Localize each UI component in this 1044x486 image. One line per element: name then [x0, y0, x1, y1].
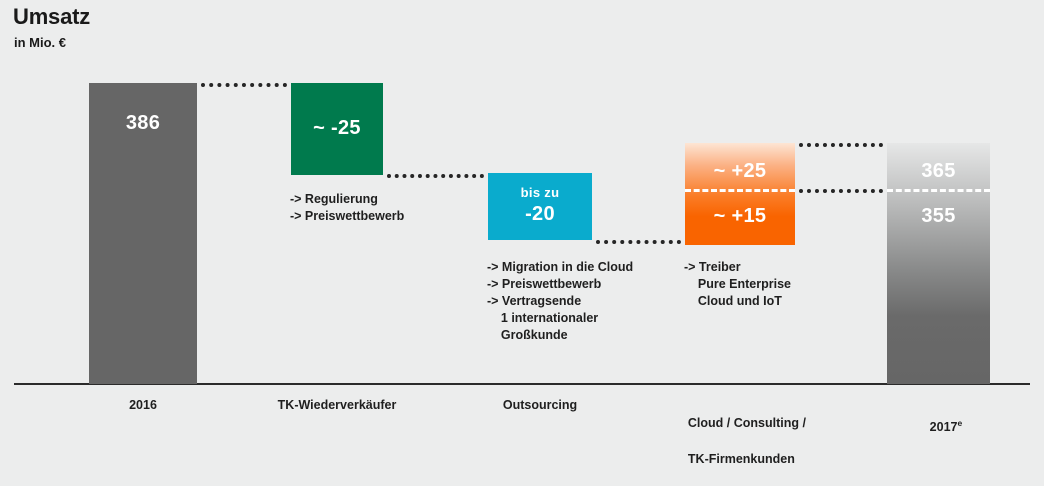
connector-2 [387, 174, 484, 178]
bar-tk-wiederverkaeufer[interactable]: ~ -25 [291, 83, 383, 175]
connector-3 [596, 240, 681, 244]
x-axis-line [14, 383, 1030, 385]
bar-2017e-value-high: 365 [921, 160, 956, 182]
bar-outsourcing-value: -20 [525, 203, 555, 225]
category-label-outsourcing: Outsourcing [502, 398, 578, 412]
category-label-2017-superscript: e [957, 418, 963, 428]
annotation-cloud-line-3: Cloud und IoT [684, 294, 782, 308]
annotation-outsourcing-line-1: -> Migration in die Cloud [487, 260, 634, 274]
bar-cloud-value-low: ~ +15 [713, 205, 767, 227]
annotation-tk-line-1: -> Regulierung [290, 192, 378, 206]
bar-2017e-range-divider [887, 189, 990, 192]
annotation-cloud-line-1: -> Treiber [684, 260, 741, 274]
bar-2016[interactable]: 386 [89, 83, 197, 384]
annotation-outsourcing-line-5: Großkunde [487, 328, 568, 342]
annotation-outsourcing-line-3: -> Vertragsende [487, 294, 582, 308]
bar-2016-value: 386 [125, 112, 161, 134]
annotation-outsourcing-line-2: -> Preiswettbewerb [487, 277, 602, 291]
annotation-tk-line-2: -> Preiswettbewerb [290, 209, 405, 223]
connector-4-lower [799, 189, 883, 193]
bar-2017e[interactable]: 365 355 [887, 143, 990, 384]
category-label-2017e: 2017e [880, 396, 998, 454]
annotation-cloud-line-2: Pure Enterprise [684, 277, 791, 291]
annotation-outsourcing-line-4: 1 internationaler [487, 311, 599, 325]
bar-cloud-consulting[interactable]: ~ +25 ~ +15 [685, 143, 795, 245]
category-label-cloud-line-1: Cloud / Consulting / [687, 416, 806, 430]
bar-tk-value: ~ -25 [313, 117, 361, 139]
category-label-2016: 2016 [129, 398, 157, 412]
category-label-cloud-line-2: TK-Firmenkunden [687, 452, 795, 466]
bar-outsourcing[interactable]: bis zu -20 [488, 173, 592, 240]
bar-2017e-value-low: 355 [921, 205, 956, 227]
bar-outsourcing-prefix: bis zu [520, 185, 560, 200]
connector-4-upper [799, 143, 883, 147]
bar-cloud-value-high: ~ +25 [713, 160, 767, 182]
page-title: Umsatz [13, 4, 91, 29]
waterfall-chart: Umsatz in Mio. € 386 ~ -25 -> Regulierun… [13, 4, 1030, 466]
category-label-cloud-consulting: Cloud / Consulting / TK-Firmenkunden [674, 396, 806, 486]
category-label-2017-text: 2017 [929, 420, 958, 435]
chart-subtitle: in Mio. € [14, 35, 66, 50]
connector-1 [201, 83, 287, 87]
category-label-tk-wiederverkaeufer: TK-Wiederverkäufer [277, 398, 397, 412]
bar-cloud-range-divider [685, 189, 795, 192]
